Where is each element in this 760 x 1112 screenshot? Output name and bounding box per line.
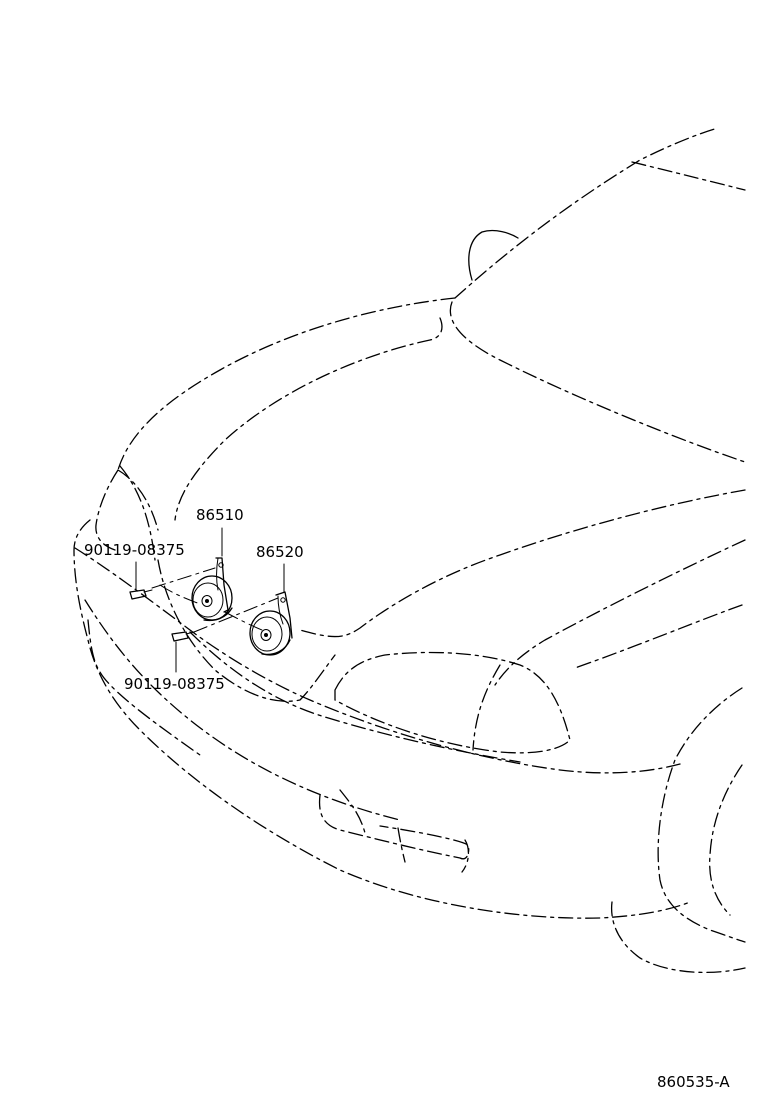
part-label-bolt-upper: 90119-08375 <box>84 541 185 559</box>
part-label-bolt-lower: 90119-08375 <box>124 675 225 693</box>
grille-opening <box>157 559 336 702</box>
bolt-upper <box>129 589 153 600</box>
horn-86520 <box>249 591 293 656</box>
windshield-outline <box>454 127 746 299</box>
hood-outline <box>117 297 746 561</box>
front-bumper <box>73 519 746 974</box>
front-body-lines <box>95 469 746 686</box>
headlight <box>334 651 571 754</box>
fender-wheel-arch <box>657 687 746 943</box>
bolt-lower <box>171 631 195 642</box>
part-label-horn-86520: 86520 <box>256 543 304 561</box>
part-label-horn-86510: 86510 <box>196 506 244 524</box>
assembly-guide-lines <box>151 567 279 633</box>
figure-number: 860535-A <box>657 1073 730 1091</box>
horn-86510 <box>191 557 233 622</box>
side-mirror <box>468 229 519 281</box>
leader-lines <box>135 527 285 673</box>
fog-lamp-recess <box>318 789 470 873</box>
